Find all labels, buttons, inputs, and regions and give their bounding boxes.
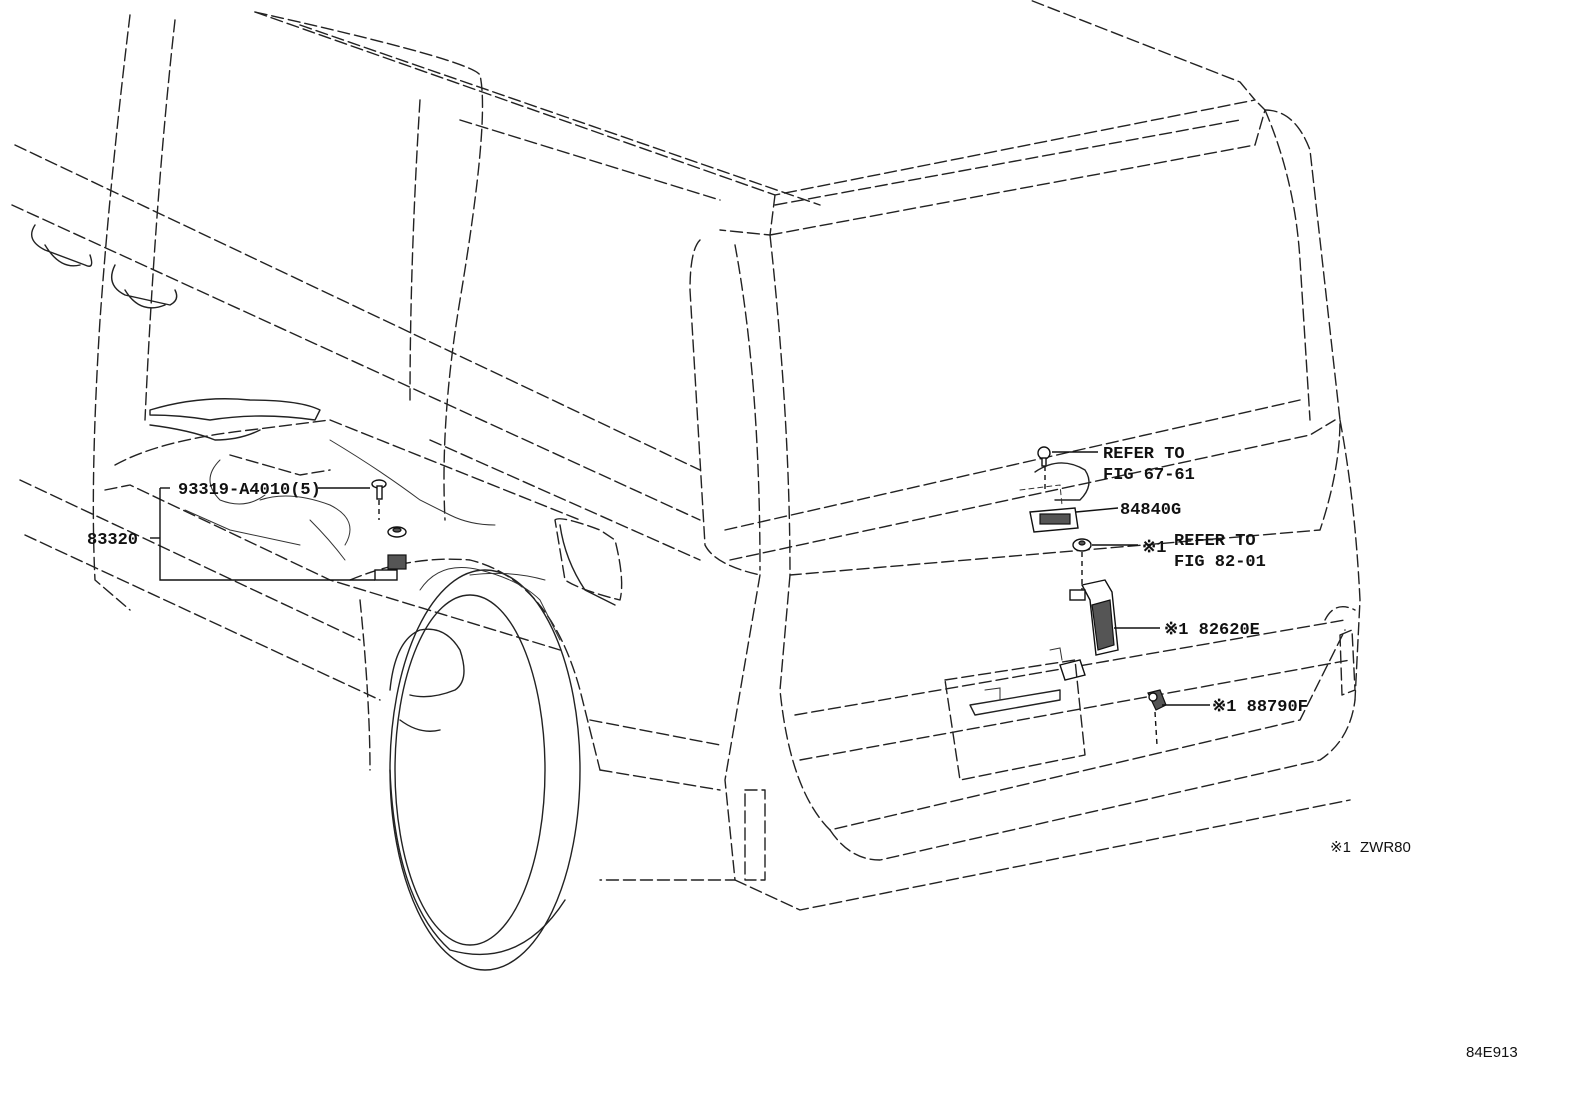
sensor-icon [1147, 689, 1167, 711]
bolt-icon [371, 479, 387, 500]
refer-fig-67-line2: FIG 67-61 [1103, 466, 1195, 485]
floor-tray-assembly [104, 398, 581, 651]
rear-wheel [389, 569, 581, 971]
refer-fig-82-line1: REFER TO [1174, 532, 1256, 551]
tray-part-label: 83320 [87, 531, 138, 550]
footnote-model: ZWR80 [1360, 839, 1411, 856]
clip-icon [387, 526, 407, 538]
bolt-part-label: 93319-A4010(5) [178, 481, 321, 500]
footnote-mark: ※1 [1330, 839, 1351, 856]
right-hardware [944, 446, 1167, 781]
bolt-icon [1037, 446, 1051, 467]
relay-part-label: ※1 82620E [1164, 621, 1260, 640]
vehicle-body-outline [11, 0, 1361, 911]
relay-block-icon [1069, 579, 1119, 656]
clip-icon [1072, 538, 1092, 552]
bracket-icon [374, 554, 407, 581]
callout-labels: 93319-A4010(5) 83320 REFER TO FIG 67-61 … [87, 445, 1308, 717]
license-lamp-part-label: 84840G [1120, 501, 1181, 520]
refer-fig-82-line2: FIG 82-01 [1174, 553, 1266, 572]
refer-fig-67-line1: REFER TO [1103, 445, 1185, 464]
left-hardware [371, 479, 407, 581]
sensor-part-label: ※1 88790F [1212, 698, 1308, 717]
leader-lines [150, 451, 1210, 706]
license-lamp-icon [1029, 507, 1079, 533]
illustration-id: 84E913 [1466, 1044, 1518, 1061]
footnote: ※1 ZWR80 [1330, 839, 1411, 856]
clip-mark-label: ※1 [1142, 539, 1166, 558]
